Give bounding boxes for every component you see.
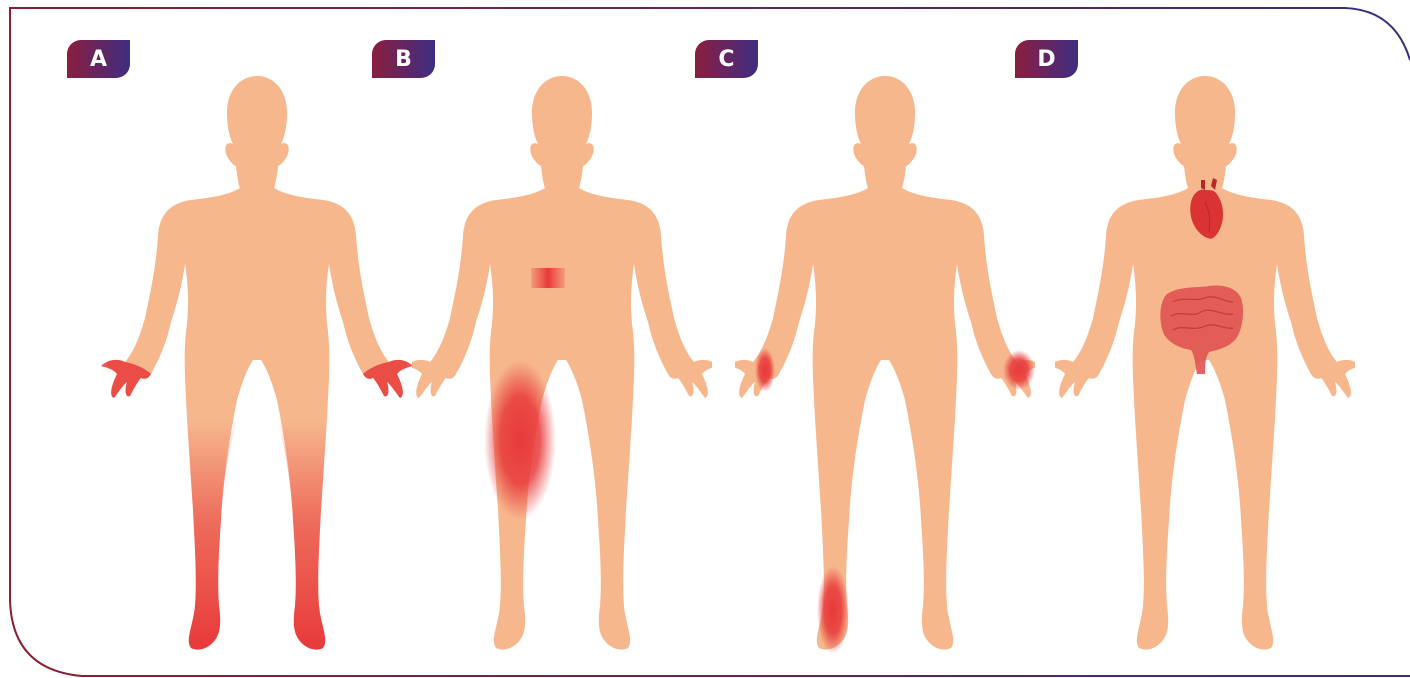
panel-c: C [695,40,995,650]
panel-b: B [372,40,672,650]
lower-back-highlight [531,268,565,288]
wrist-highlight [755,348,775,392]
human-figure-d [1055,40,1355,650]
human-figure-a [107,40,407,650]
thigh-highlight [484,360,556,520]
ankle-highlight [817,566,849,654]
right-leg-highlight [277,420,327,650]
human-figure-c [735,40,1035,650]
panel-d: D [1015,40,1315,650]
panel-a: A [67,40,367,650]
human-figure-b [412,40,712,650]
left-leg-highlight [187,420,237,650]
